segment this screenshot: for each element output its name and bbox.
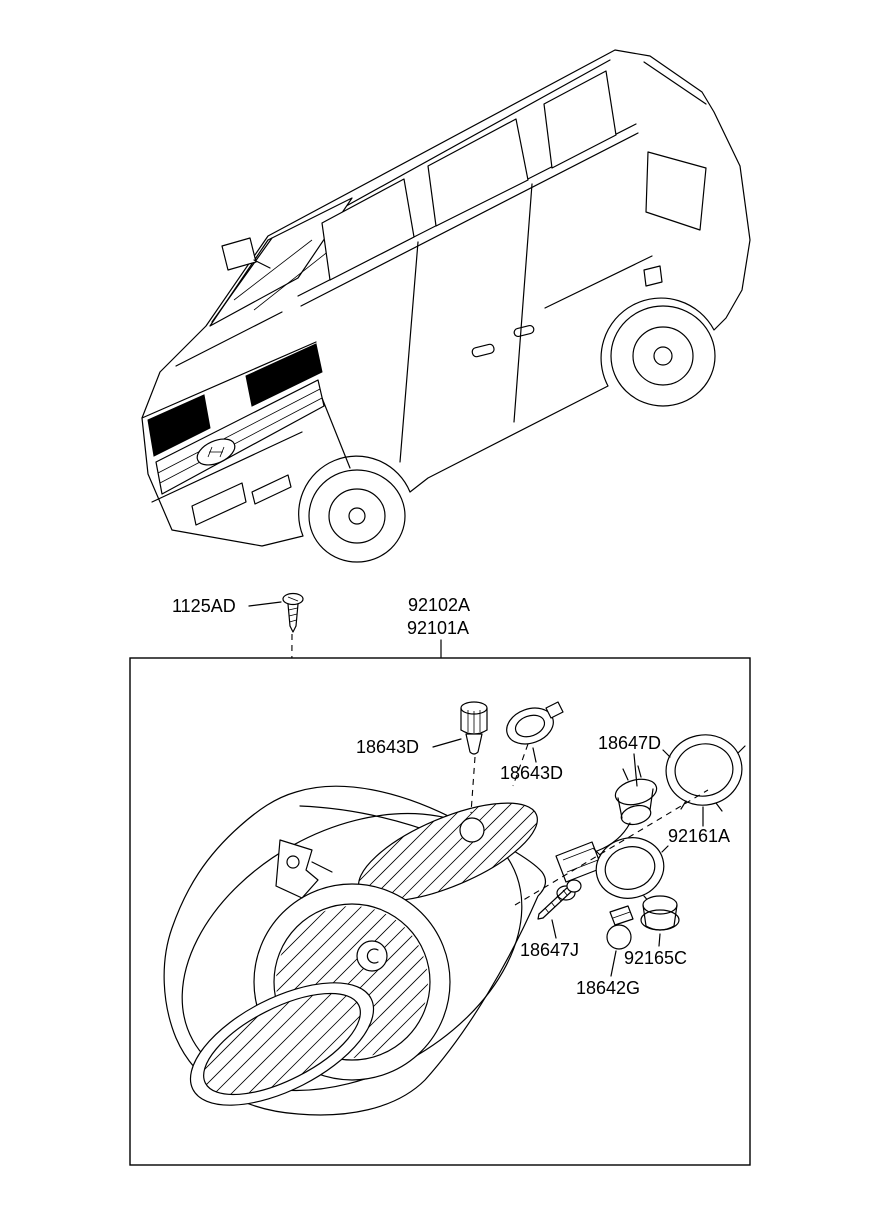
rear-quarter-window (645, 151, 707, 231)
fuel-door (643, 265, 663, 287)
front-door-window (321, 178, 415, 281)
fog-lamp-slot (251, 474, 292, 505)
adjusting-screw-illustration (537, 879, 582, 920)
headlamp-right-blackout (245, 343, 323, 407)
grille (155, 379, 325, 495)
front-wheel (308, 469, 406, 563)
headlamp-left-blackout (147, 394, 211, 457)
part-label-92101A: 92101A (407, 618, 469, 638)
headlamp-housing-illustration (163, 783, 550, 1116)
part-label-18647D: 18647D (598, 733, 661, 753)
mounting-bracket (275, 839, 333, 899)
part-label-92165C: 92165C (624, 948, 687, 968)
sliding-door-window (427, 118, 529, 227)
leader-line-18643D-b (532, 747, 537, 763)
socket-holder-illustration (596, 765, 658, 852)
side-mirror (221, 237, 257, 271)
part-label-18643D-a: 18643D (356, 737, 419, 757)
vehicle-illustration (141, 49, 751, 563)
retainer-ring-illustration (662, 734, 746, 812)
door-handle-rear (513, 324, 535, 338)
license-plate (191, 482, 247, 526)
part-label-18647J: 18647J (520, 940, 579, 960)
quarter-window (543, 70, 617, 169)
door-handle-front (471, 343, 495, 358)
socket-illustration (640, 895, 680, 931)
leader-line-18647J (551, 919, 557, 939)
rear-wheel (610, 305, 716, 407)
headlamp-assembly-box: 18643D 18643D 18647D 92161A 18647J 92165… (163, 701, 746, 1116)
bulb-illustration-b (506, 701, 564, 745)
signal-bulb-illustration (606, 905, 634, 950)
leader-line-18642G (610, 950, 617, 977)
part-label-92161A: 92161A (668, 826, 730, 846)
part-label-1125AD: 1125AD (172, 596, 236, 616)
leader-line-18647D (633, 753, 638, 787)
part-label-18642G: 18642G (576, 978, 640, 998)
mount-screw-illustration (282, 592, 304, 633)
inner-ring-illustration (593, 837, 669, 904)
leader-line-92165C (658, 933, 661, 947)
part-label-92102A: 92102A (408, 595, 470, 615)
part-label-18643D-b: 18643D (500, 763, 563, 783)
bulb-illustration-a (460, 701, 488, 755)
leader-line-18643D-a (432, 738, 462, 748)
bulb-hole (459, 817, 485, 843)
assembly-dashed-line (514, 789, 709, 906)
leader-line-1125AD (248, 601, 282, 607)
